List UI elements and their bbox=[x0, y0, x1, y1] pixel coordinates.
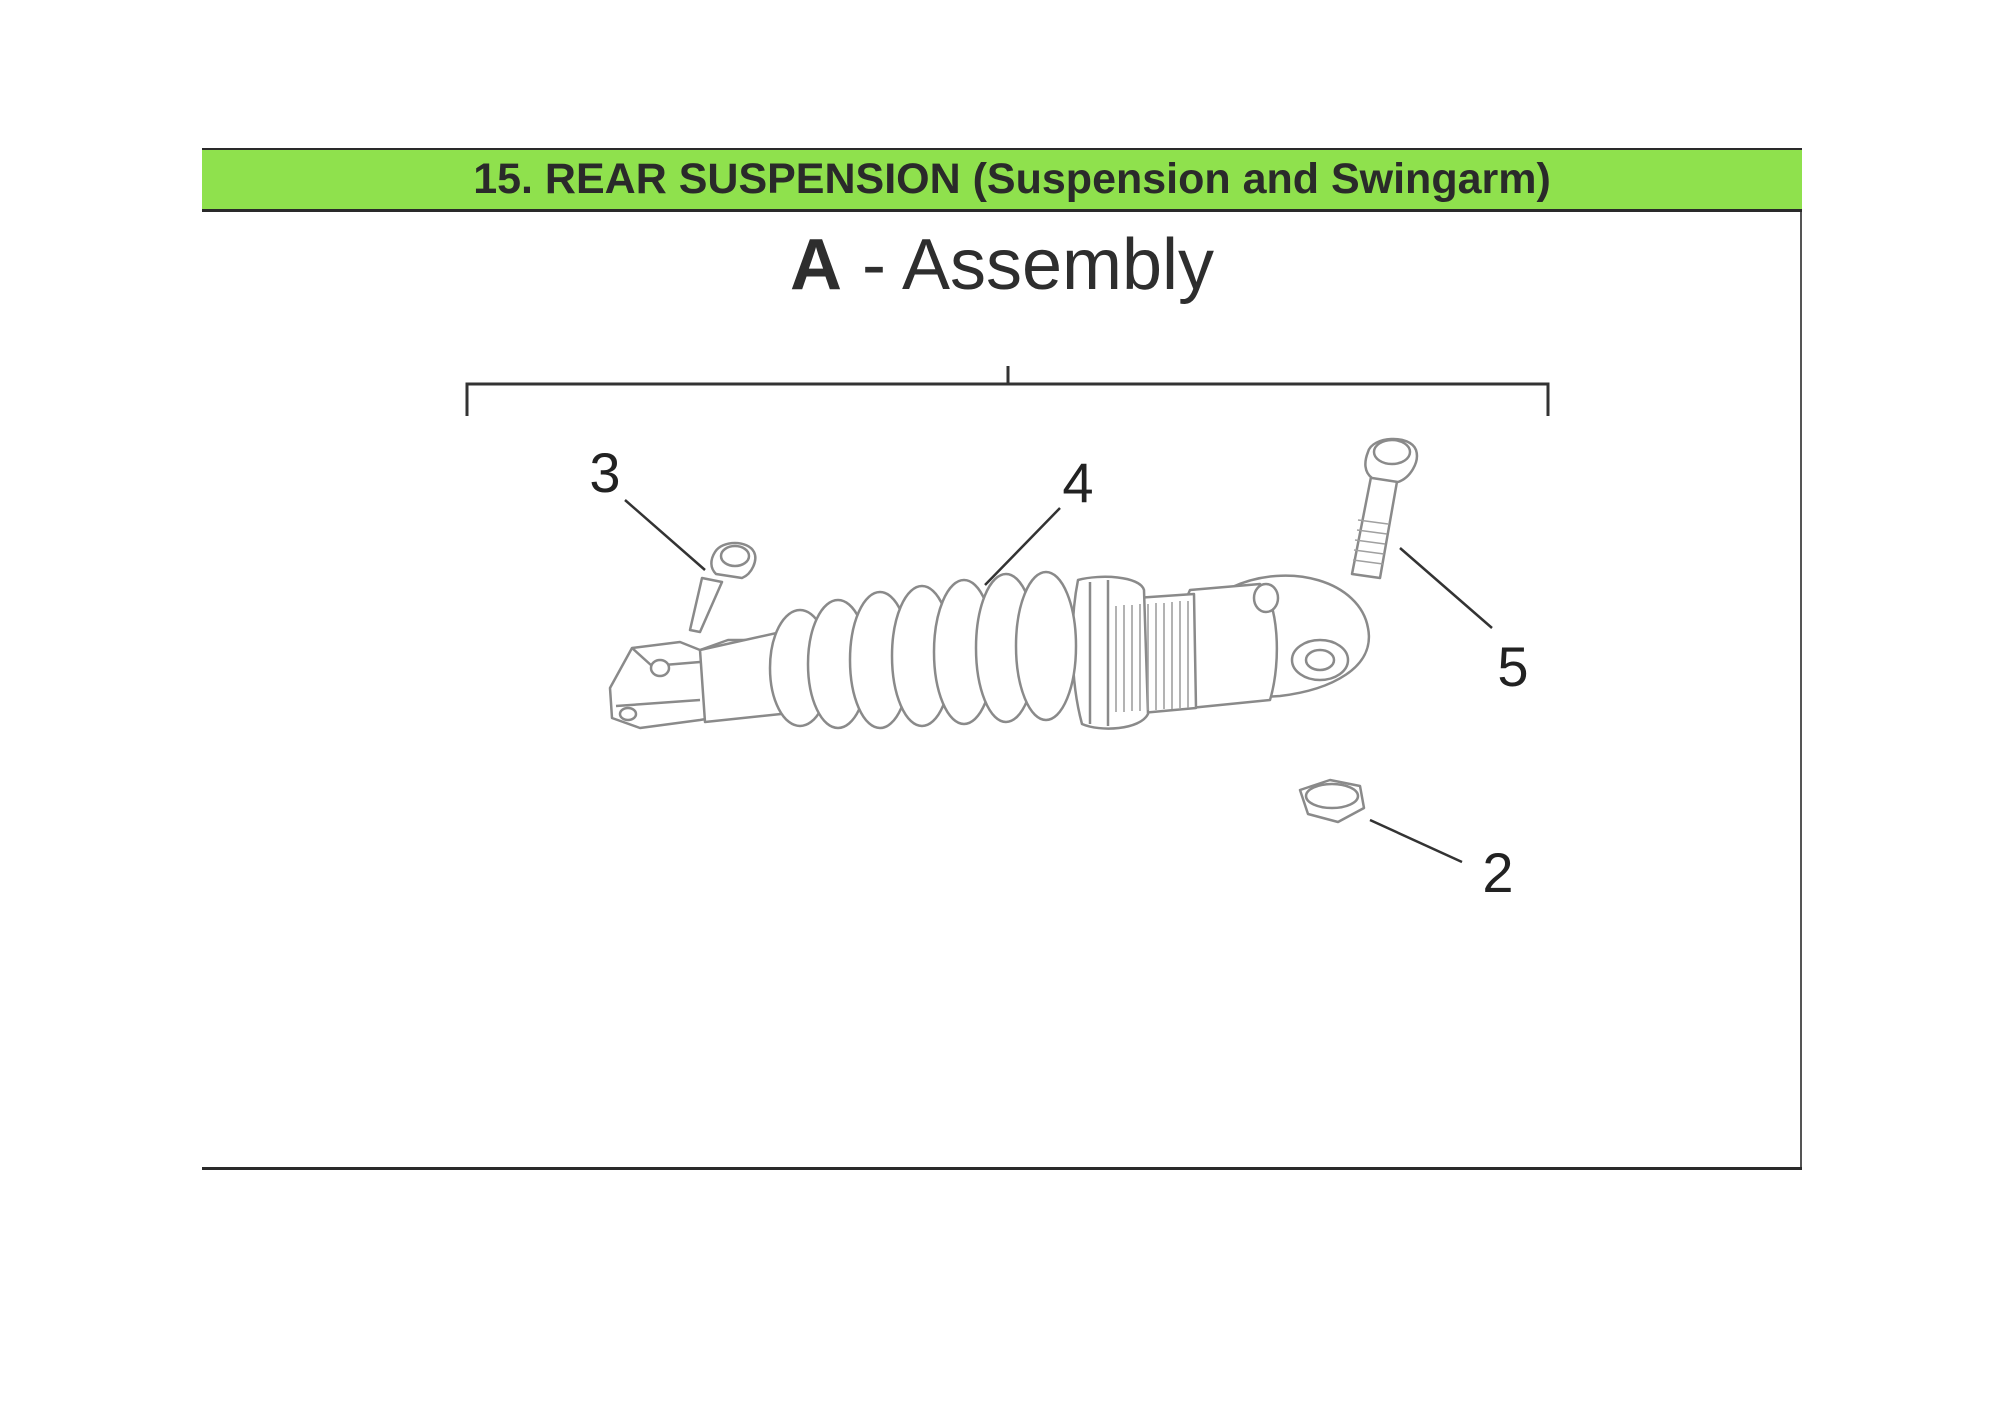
section-separator: - bbox=[841, 225, 902, 305]
callout-leader-lines bbox=[624, 499, 1493, 864]
callout-4: 4 bbox=[1062, 451, 1093, 514]
nut-part bbox=[1298, 778, 1366, 824]
bottom-rule bbox=[202, 1167, 1802, 1170]
shock-thread-lines bbox=[1115, 601, 1189, 712]
callout-3: 3 bbox=[589, 441, 620, 504]
section-heading: A - Assembly bbox=[202, 224, 1802, 306]
section-frame: 15. REAR SUSPENSION (Suspension and Swin… bbox=[202, 148, 1802, 1170]
callout-5: 5 bbox=[1497, 635, 1528, 698]
callout-2: 2 bbox=[1482, 841, 1513, 904]
shock-absorber-part bbox=[608, 574, 1371, 730]
chapter-header-band: 15. REAR SUSPENSION (Suspension and Swin… bbox=[202, 148, 1802, 212]
shock-coil-spring bbox=[768, 570, 1078, 730]
lower-mounting-bolt-part bbox=[688, 541, 757, 634]
section-name: Assembly bbox=[901, 225, 1215, 305]
upper-mounting-bolt-part bbox=[1350, 437, 1419, 580]
chapter-title: 15. REAR SUSPENSION (Suspension and Swin… bbox=[473, 155, 1551, 203]
assembly-bracket bbox=[465, 366, 1550, 416]
section-letter: A bbox=[789, 225, 842, 305]
